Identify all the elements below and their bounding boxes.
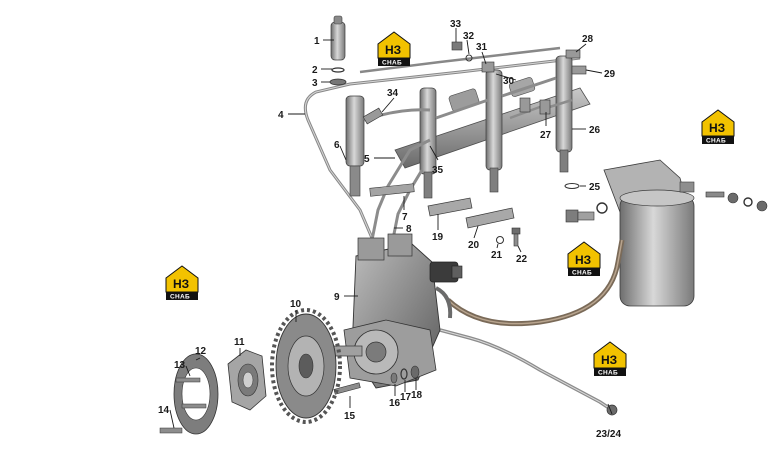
- injector-bank: [419, 55, 573, 199]
- callout-22: 22: [516, 254, 528, 265]
- bolt-22: [511, 227, 521, 247]
- callout-2: 2: [312, 65, 318, 76]
- logo-caption: СНАБ: [598, 370, 618, 377]
- fittings-28-35: [362, 41, 587, 125]
- callout-16: 16: [389, 398, 401, 409]
- callout-21: 21: [491, 250, 503, 261]
- o-ring-25: [564, 183, 580, 189]
- fuel-filter: [603, 159, 695, 307]
- injector-top: [330, 15, 346, 61]
- filter-bolt-right: [705, 191, 768, 212]
- callout-6: 6: [334, 140, 340, 151]
- return-line-4: [303, 46, 581, 239]
- injector-6: [345, 95, 365, 197]
- clamp-bracket-19: [427, 197, 473, 217]
- callout-20: 20: [468, 240, 480, 251]
- callout-11: 11: [234, 337, 245, 348]
- fuel-hose: [446, 239, 625, 327]
- hub-11: [227, 349, 267, 411]
- o-ring-21: [496, 236, 504, 244]
- logo-caption: СНАБ: [382, 60, 402, 67]
- logo-caption: СНАБ: [706, 138, 726, 145]
- callout-23-24: 23/24: [596, 429, 621, 440]
- seal-washers-2-3: [329, 67, 347, 86]
- callout-9: 9: [334, 292, 340, 303]
- logo-1: НЗ СНАБ: [377, 31, 411, 67]
- logo-3: НЗ СНАБ: [567, 241, 601, 277]
- logo-mark: НЗ: [173, 277, 189, 291]
- filter-bolt-left: [565, 202, 608, 223]
- callout-26: 26: [589, 125, 601, 136]
- callout-35: 35: [432, 165, 444, 176]
- callout-34: 34: [387, 88, 399, 99]
- callout-27: 27: [540, 130, 552, 141]
- logo-5: НЗ СНАБ: [593, 341, 627, 377]
- logo-4: НЗ СНАБ: [165, 265, 199, 301]
- callout-14: 14: [158, 405, 170, 416]
- logo-caption: СНАБ: [572, 270, 592, 277]
- logo-mark: НЗ: [385, 43, 401, 57]
- callout-3: 3: [312, 78, 318, 89]
- callout-4: 4: [278, 110, 284, 121]
- callout-8: 8: [406, 224, 412, 235]
- callout-30: 30: [503, 76, 515, 87]
- leader-lines: [169, 28, 613, 429]
- callout-13: 13: [174, 360, 186, 371]
- callout-31: 31: [476, 42, 488, 53]
- high-pressure-pump: [333, 233, 463, 389]
- washers-16-17-18: [390, 365, 420, 384]
- callout-29: 29: [604, 69, 616, 80]
- callout-25: 25: [589, 182, 601, 193]
- callout-28: 28: [582, 34, 594, 45]
- logo-mark: НЗ: [709, 121, 725, 135]
- callout-10: 10: [290, 299, 302, 310]
- logo-mark: НЗ: [575, 253, 591, 267]
- callout-15: 15: [344, 411, 356, 422]
- callout-19: 19: [432, 232, 444, 243]
- bolts-13-14: [159, 377, 207, 434]
- logo-2: НЗ СНАБ: [701, 109, 735, 145]
- callout-32: 32: [463, 31, 475, 42]
- callout-5: 5: [364, 154, 370, 165]
- clamp-bracket-20: [465, 207, 515, 229]
- callout-7: 7: [402, 212, 408, 223]
- callout-1: 1: [314, 36, 320, 47]
- callout-18: 18: [411, 390, 423, 401]
- callout-17: 17: [400, 392, 412, 403]
- callout-12: 12: [195, 346, 207, 357]
- logo-mark: НЗ: [601, 353, 617, 367]
- return-line-23-24: [439, 328, 618, 416]
- callout-33: 33: [450, 19, 462, 30]
- callout-numbers: 1 2 3 4 5 6 7 8 9 10 11 12 13 14 15 16 1…: [158, 19, 621, 440]
- logo-caption: СНАБ: [170, 294, 190, 301]
- drive-gear-10: [270, 308, 342, 424]
